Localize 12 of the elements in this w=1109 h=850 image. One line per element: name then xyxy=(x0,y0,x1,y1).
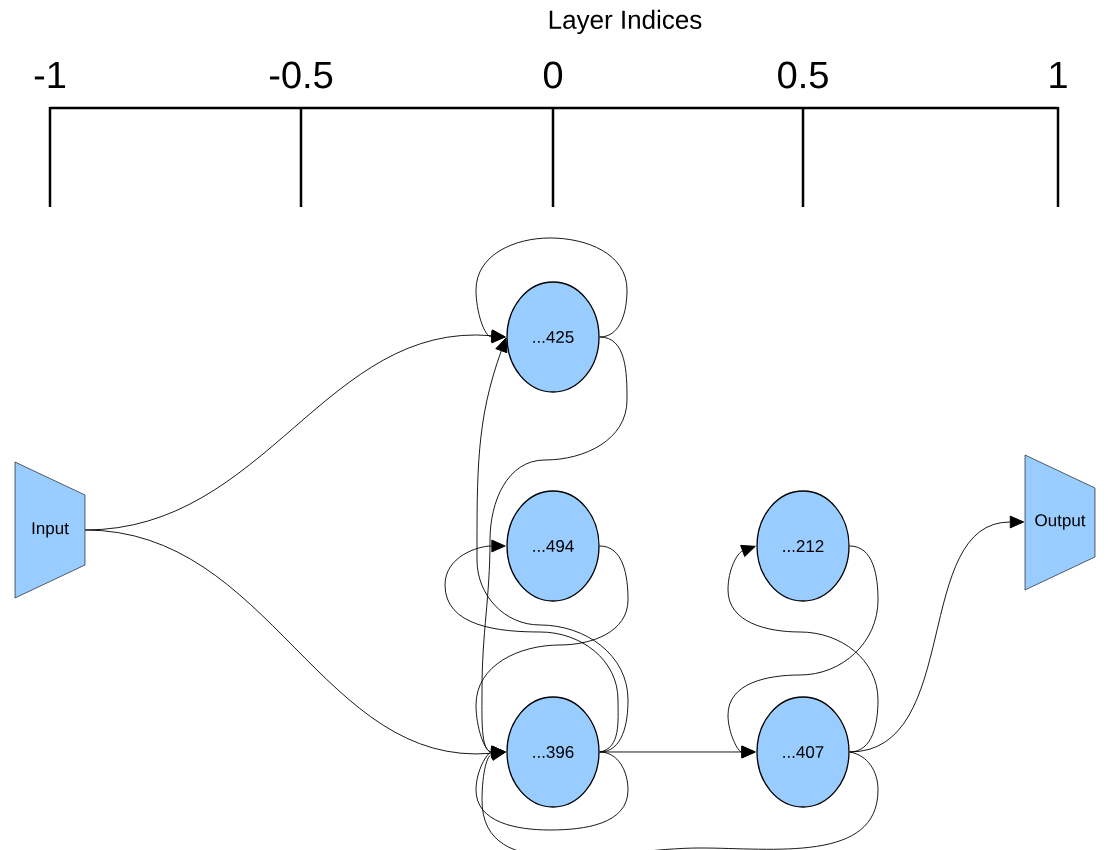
trapezoid-block: Output xyxy=(1024,454,1096,591)
tick-label: 0.5 xyxy=(778,61,828,89)
tick-label: 0 xyxy=(543,61,563,89)
connector-arrow xyxy=(481,748,879,850)
connector-arrow xyxy=(444,539,619,753)
connector-arrow xyxy=(849,515,1025,753)
tick-label: -1 xyxy=(34,61,66,89)
connector-arrow xyxy=(475,237,628,344)
tick-label: 1 xyxy=(1050,61,1067,89)
tick-label: -0.5 xyxy=(269,61,333,89)
trapezoid-block: Input xyxy=(14,461,86,599)
axis-title: Layer Indices xyxy=(549,9,702,35)
